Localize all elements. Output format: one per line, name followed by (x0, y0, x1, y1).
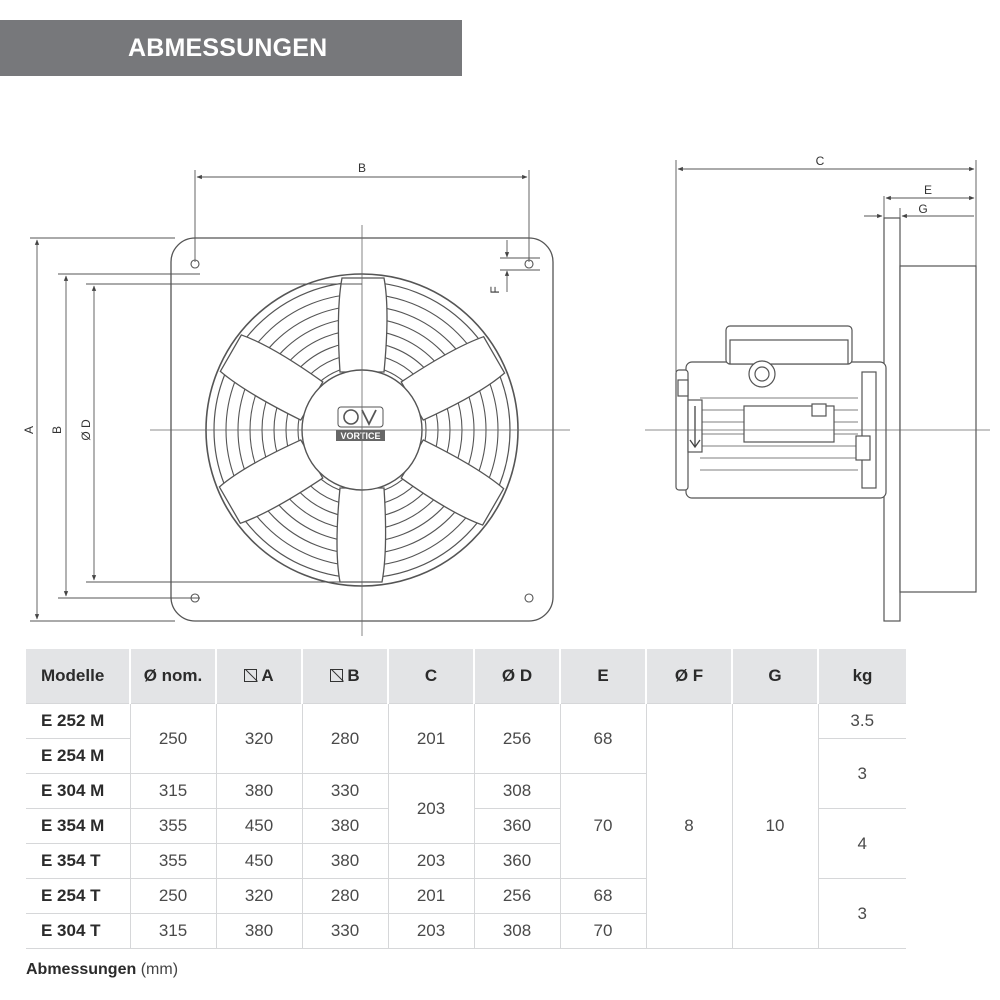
front-dimensions (30, 170, 540, 622)
mounting-hole (524, 593, 534, 603)
model-cell: E 252 M (26, 703, 130, 739)
model-cell: E 254 T (26, 878, 130, 914)
col-header-A: A (215, 649, 302, 704)
cell-F: 8 (645, 703, 732, 949)
cell-B: 380 (301, 808, 388, 844)
col-header-nom: Ø nom. (129, 649, 216, 704)
label-C: C (816, 154, 825, 168)
cell-D: 256 (473, 878, 560, 914)
cell-kg: 4 (817, 808, 906, 879)
side-view (675, 217, 977, 622)
label-B-top: B (358, 161, 366, 175)
table-row: E 254 M 3 (26, 738, 906, 809)
dimensions-table: Modelle Ø nom. A B C Ø D E Ø F G kg E 25… (26, 649, 906, 949)
cell-nom: 355 (129, 843, 216, 879)
label-D: Ø D (79, 419, 93, 441)
label-G: G (918, 202, 927, 216)
cell-B: 380 (301, 843, 388, 879)
cell-kg: 3.5 (817, 703, 906, 739)
logo-text: VORTICE (340, 431, 380, 441)
cell-nom: 250 (129, 878, 216, 914)
cell-D: 308 (473, 773, 560, 809)
cell-B: 330 (301, 773, 388, 809)
technical-drawing: VORTICE B A B Ø D F (22, 154, 990, 636)
col-header-C: C (387, 649, 474, 704)
cell-kg: 3 (817, 738, 906, 809)
model-cell: E 354 M (26, 808, 130, 844)
model-cell: E 354 T (26, 843, 130, 879)
cell-D: 256 (473, 703, 560, 774)
cell-nom: 355 (129, 808, 216, 844)
cell-E: 68 (559, 878, 646, 914)
footnote: Abmessungen (mm) (26, 961, 178, 979)
col-header-A-label: A (261, 666, 274, 685)
centre-lines (150, 225, 570, 636)
cell-D: 360 (473, 843, 560, 879)
table-header-row: Modelle Ø nom. A B C Ø D E Ø F G kg (26, 649, 906, 704)
label-B-side: B (50, 426, 64, 434)
cell-C: 203 (387, 773, 474, 844)
col-header-F: Ø F (645, 649, 732, 704)
label-A: A (22, 426, 36, 434)
label-E: E (924, 183, 932, 197)
square-section-icon (330, 669, 344, 682)
table-row: E 304 T 315 380 330 203 308 70 (26, 913, 906, 949)
page-title: ABMESSUNGEN (128, 34, 328, 62)
cell-C: 201 (387, 878, 474, 914)
table-row: E 354 M 355 450 380 360 4 (26, 808, 906, 879)
cell-B: 280 (301, 703, 388, 774)
cell-kg: 3 (817, 878, 906, 949)
cell-nom: 250 (129, 703, 216, 774)
model-cell: E 304 M (26, 773, 130, 809)
cell-A: 320 (215, 703, 302, 774)
footnote-title: Abmessungen (26, 961, 137, 978)
cell-A: 450 (215, 808, 302, 844)
col-header-E: E (559, 649, 646, 704)
footnote-unit: (mm) (140, 961, 179, 978)
square-section-icon (244, 669, 258, 682)
table-row: E 354 T 355 450 380 203 360 (26, 843, 906, 879)
cell-nom: 315 (129, 913, 216, 949)
table-row: E 254 T 250 320 280 201 256 68 3 (26, 878, 906, 949)
cell-D: 308 (473, 913, 560, 949)
cell-C: 203 (387, 843, 474, 879)
cell-A: 450 (215, 843, 302, 879)
vortice-logo: VORTICE (336, 406, 385, 441)
cell-A: 380 (215, 913, 302, 949)
fan-blades (218, 277, 506, 583)
cell-C: 201 (387, 703, 474, 774)
cell-D: 360 (473, 808, 560, 844)
cell-nom: 315 (129, 773, 216, 809)
col-header-B-label: B (347, 666, 360, 685)
model-cell: E 254 M (26, 738, 130, 774)
table-row: E 304 M 315 380 330 203 308 70 (26, 773, 906, 879)
label-F: F (488, 286, 502, 293)
side-dimensions (675, 160, 977, 372)
table-row: E 252 M 250 320 280 201 256 68 8 10 3.5 (26, 703, 906, 949)
cell-A: 380 (215, 773, 302, 809)
col-header-G: G (731, 649, 818, 704)
cell-C: 203 (387, 913, 474, 949)
col-header-B: B (301, 649, 388, 704)
cell-B: 330 (301, 913, 388, 949)
cell-B: 280 (301, 878, 388, 914)
logo-plate (336, 430, 385, 441)
rotation-arrow-icon (689, 406, 701, 449)
cell-E: 70 (559, 913, 646, 949)
cell-G: 10 (731, 703, 818, 949)
col-header-kg: kg (817, 649, 906, 704)
cell-E: 68 (559, 703, 646, 774)
cell-E: 70 (559, 773, 646, 879)
header-bar: ABMESSUNGEN (0, 20, 462, 76)
col-header-D: Ø D (473, 649, 560, 704)
cell-A: 320 (215, 878, 302, 914)
col-header-model: Modelle (26, 649, 130, 704)
model-cell: E 304 T (26, 913, 130, 949)
